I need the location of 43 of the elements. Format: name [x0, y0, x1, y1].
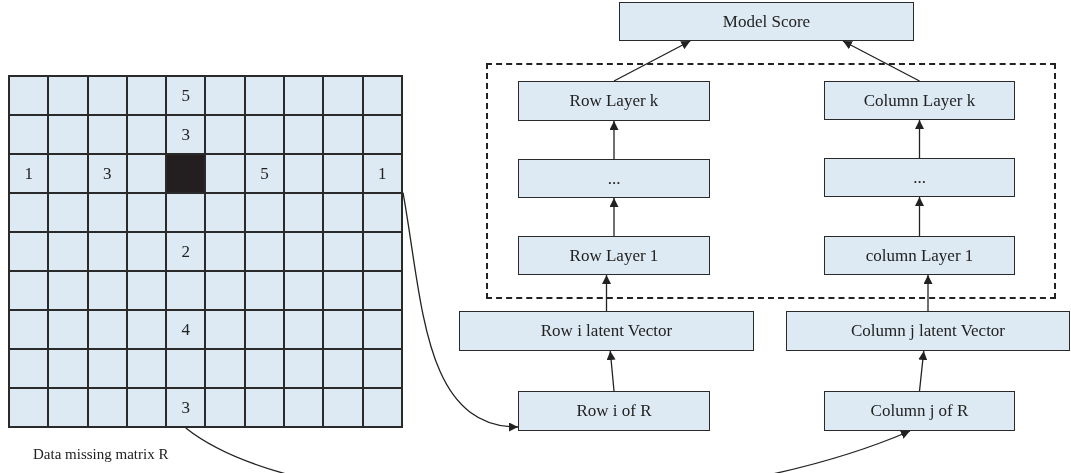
layer-box [786, 311, 1070, 351]
cell-value: 4 [181, 319, 191, 340]
layer-box [518, 159, 710, 198]
node-label: Column Layer k [863, 90, 976, 111]
layer-box [459, 311, 754, 351]
node-label: Column j latent Vector [850, 321, 1006, 341]
node-label: Row i of R [576, 401, 652, 421]
cell-value: 5 [260, 163, 269, 184]
layer-box [518, 236, 710, 275]
node-label: ... [607, 168, 621, 189]
layer-box [824, 236, 1015, 275]
arrow [915, 119, 924, 159]
node-label: Row Layer k [569, 91, 659, 111]
node-label: Model Score [722, 11, 811, 32]
layer-box [619, 2, 914, 41]
layer-box [824, 81, 1015, 120]
cell-value: 3 [181, 124, 191, 145]
matrix-grid [8, 75, 403, 428]
arrow [915, 196, 924, 237]
cell-value: 1 [378, 163, 387, 184]
cell-value: 3 [103, 163, 112, 184]
arrow [609, 197, 619, 237]
dashed-group-box [486, 63, 1056, 299]
arrow [185, 427, 911, 473]
layer-box [824, 158, 1015, 197]
arrow [918, 350, 928, 392]
cell-value: 3 [181, 397, 191, 418]
layer-box [518, 81, 710, 121]
node-label: column Layer 1 [865, 245, 974, 266]
layer-box [518, 391, 710, 431]
layer-box [824, 391, 1015, 431]
node-label: ... [913, 167, 926, 188]
arrow [923, 274, 933, 312]
node-label: Column j of R [870, 401, 969, 421]
arrow [609, 120, 619, 160]
arrow [606, 350, 616, 392]
arrow [602, 274, 611, 312]
node-label: Row Layer 1 [569, 245, 659, 266]
matrix-caption: Data missing matrix R [33, 446, 169, 463]
cell-value: 5 [181, 85, 191, 106]
node-label: Row i latent Vector [540, 321, 673, 341]
cell-value: 1 [24, 163, 33, 184]
cell-value: 2 [181, 241, 191, 262]
